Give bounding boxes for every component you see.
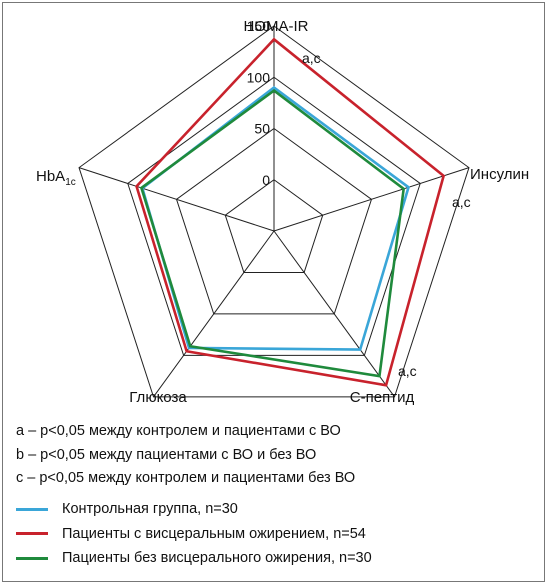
spoke-2	[273, 230, 395, 398]
axis-label-3: Глюкоза	[129, 389, 187, 406]
axis-label-2: С-пептид	[350, 389, 415, 406]
legend-item-control: Контрольная группа, n=30	[16, 497, 536, 522]
series-line-1	[135, 37, 446, 387]
axis-label-0: HOMA-IR	[244, 18, 309, 35]
grid-ring-2	[175, 127, 373, 315]
spoke-3	[153, 230, 275, 398]
legend-swatch-no-visceral-obesity	[16, 556, 48, 560]
grid-ring-1	[224, 179, 324, 273]
spoke-4	[78, 167, 275, 232]
grid-ring-3	[127, 76, 421, 356]
legend-label-no-visceral-obesity: Пациенты без висцерального ожирения, n=3…	[62, 550, 372, 567]
axis-annotation-0: а,с	[302, 50, 321, 66]
axis-label-1: Инсулин	[470, 166, 529, 183]
legend-label-control: Контрольная группа, n=30	[62, 501, 238, 518]
spoke-1	[273, 167, 470, 232]
axis-annotation-2: а,с	[398, 363, 417, 379]
axis-label-4: HbA1c	[36, 168, 76, 188]
legend-item-no-visceral-obesity: Пациенты без висцерального ожирения, n=3…	[16, 546, 536, 571]
radial-tick-2: 100	[247, 69, 271, 85]
radial-tick-3: 150	[247, 18, 271, 34]
legend-swatch-control	[16, 507, 48, 511]
note-a: a – p<0,05 между контролем и пациентами …	[16, 423, 341, 439]
axis-labels: HOMA-IRа,сИнсулина,сС-пептида,сГлюкозаHb…	[36, 18, 529, 406]
note-c: c – p<0,05 между контролем и пациентами …	[16, 470, 356, 486]
axis-annotation-1: а,с	[452, 194, 471, 210]
radar-series	[135, 37, 446, 387]
legend-swatch-visceral-obesity	[16, 532, 48, 536]
legend-label-visceral-obesity: Пациенты с висцеральным ожирением, n=54	[62, 525, 366, 542]
radial-tick-labels: 0 50 100 150	[247, 18, 271, 188]
radial-tick-0: 0	[262, 172, 270, 188]
radial-tick-1: 50	[254, 121, 270, 137]
grid-ring-4	[78, 25, 470, 398]
note-b: b – p<0,05 между пациентами с ВО и без В…	[16, 446, 317, 463]
legend-item-visceral-obesity: Пациенты с висцеральным ожирением, n=54	[16, 522, 536, 547]
radar-grid	[78, 25, 470, 398]
significance-notes: a – p<0,05 между контролем и пациентами …	[16, 420, 536, 491]
series-line-2	[139, 88, 406, 378]
legend: Контрольная группа, n=30 Пациенты с висц…	[16, 497, 536, 571]
radar-spokes	[78, 26, 470, 398]
